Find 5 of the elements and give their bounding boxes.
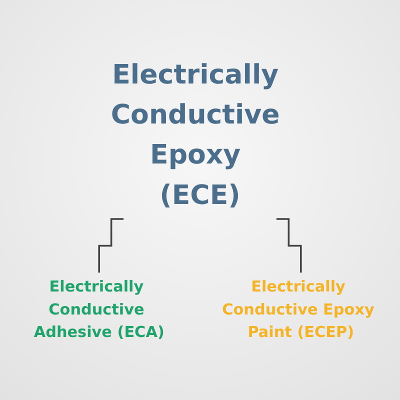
node-text: Electrically Conductive Adhesive (ECA) — [34, 278, 164, 342]
connector — [98, 218, 124, 274]
connector — [276, 218, 302, 274]
node-text: Electrically Conductive Epoxy Paint (ECEP) — [222, 278, 374, 342]
node-text: Electrically Conductive Epoxy (ECE) — [110, 60, 280, 212]
